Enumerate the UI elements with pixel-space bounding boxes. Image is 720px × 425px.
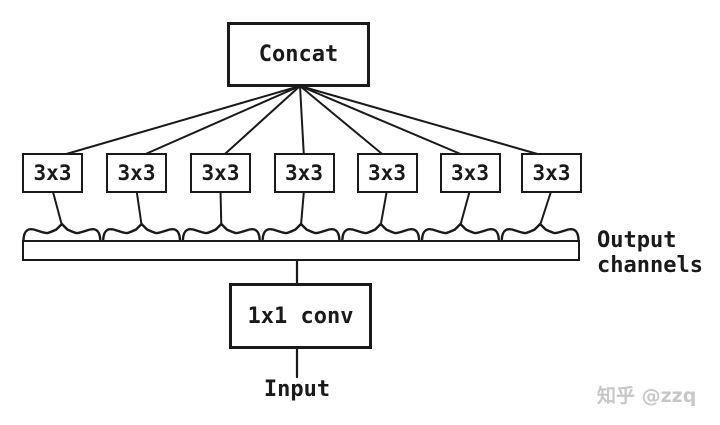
branch-brace-line [135, 189, 143, 226]
concat-branch-line [299, 85, 471, 159]
branch-box: 3x3 [439, 153, 501, 193]
concat-branch-line [299, 85, 388, 159]
branch-brace-line [459, 189, 471, 226]
output-channels-bar [22, 240, 580, 261]
brace [22, 222, 102, 241]
branch-label: 3x3 [33, 161, 72, 185]
conv1x1-label: 1x1 conv [247, 303, 354, 329]
branch-brace-line [219, 189, 223, 226]
output-channels-line1: Output [597, 228, 677, 253]
watermark: 知乎 @zzq [597, 385, 697, 407]
branch-label: 3x3 [117, 161, 156, 185]
output-channels-label: Output channels [597, 228, 703, 278]
brace [341, 222, 421, 241]
conv1x1-box: 1x1 conv [229, 283, 372, 349]
branch-box: 3x3 [106, 153, 167, 193]
branch-box: 3x3 [273, 153, 335, 193]
brace [261, 222, 341, 241]
brace [181, 222, 261, 241]
concat-box: Concat [227, 22, 370, 87]
brace [102, 222, 182, 241]
output-channels-line2: channels [597, 253, 703, 278]
brace [500, 222, 580, 241]
branch-box: 3x3 [190, 153, 251, 193]
input-label: Input [263, 377, 331, 402]
concat-label: Concat [258, 42, 339, 67]
branch-box: 3x3 [22, 153, 83, 193]
branch-brace-line [539, 189, 553, 226]
branch-label: 3x3 [368, 161, 406, 185]
branch-brace-line [300, 189, 305, 226]
branch-label: 3x3 [201, 161, 240, 185]
branch-label: 3x3 [285, 161, 323, 185]
branch-label: 3x3 [451, 161, 489, 185]
branch-label: 3x3 [532, 161, 571, 185]
brace [420, 222, 500, 241]
branch-box: 3x3 [521, 153, 582, 193]
concat-branch-line [219, 85, 301, 159]
branch-box: 3x3 [356, 153, 418, 193]
concat-branch-line [135, 85, 301, 159]
concat-branch-line [51, 85, 301, 159]
branch-brace-line [379, 189, 388, 226]
concat-branch-line [299, 85, 305, 159]
concat-branch-line [299, 85, 553, 159]
branch-brace-line [51, 189, 63, 226]
